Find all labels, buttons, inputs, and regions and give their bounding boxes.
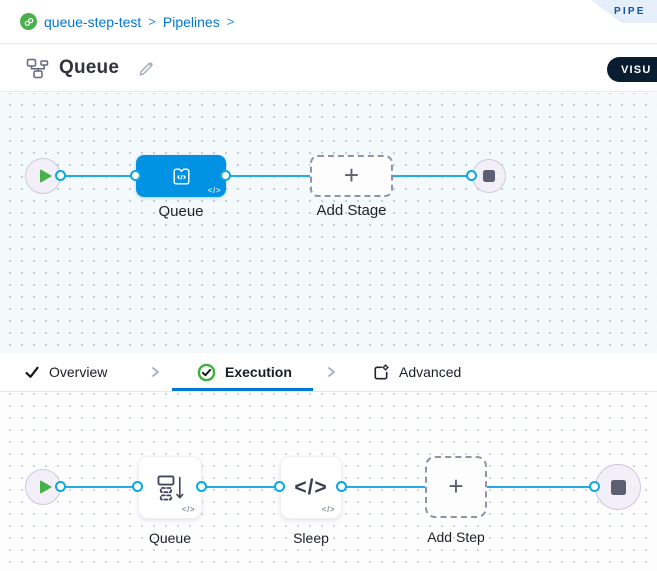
page-title: Queue [59, 57, 120, 78]
stage-label: Queue [158, 203, 204, 220]
advanced-settings-icon [374, 363, 389, 379]
step-yaml-badge: </> [181, 505, 195, 514]
breadcrumb-pipelines-link[interactable]: Pipelines [162, 13, 220, 30]
end-node [595, 464, 641, 510]
pipeline-icon [26, 58, 49, 79]
stop-icon [483, 170, 495, 182]
plus-icon: + [448, 471, 464, 501]
connector-port[interactable] [466, 170, 477, 181]
add-stage-label: Add Stage [316, 202, 387, 219]
title-bar: Queue VISU [0, 45, 657, 92]
stage-yaml-badge: </> [207, 186, 221, 195]
stage-canvas[interactable]: </> Queue + Add Stage [0, 93, 657, 353]
edge-addstep-to-end [487, 486, 595, 488]
queue-step-icon [157, 475, 184, 500]
connector-port[interactable] [132, 481, 143, 492]
sleep-step-icon: </> [294, 475, 328, 499]
connector-port[interactable] [55, 170, 66, 181]
tab-advanced[interactable]: Advanced [371, 353, 461, 391]
end-node [472, 159, 506, 193]
chevron-right-icon [328, 367, 336, 377]
edit-pipeline-name-button[interactable] [137, 59, 156, 78]
chevron-right-icon [152, 367, 160, 377]
edge-queue-to-sleep [202, 486, 280, 488]
edge-addstage-to-end [393, 175, 472, 177]
connector-port[interactable] [589, 481, 600, 492]
connector-port[interactable] [336, 481, 347, 492]
execution-canvas[interactable]: </> Queue </> </> Sleep + Add Step [0, 392, 657, 571]
edge-start-to-stage [61, 175, 136, 177]
visual-yaml-toggle[interactable]: VISU [607, 57, 657, 82]
connector-port[interactable] [55, 481, 66, 492]
add-stage-button[interactable]: + [310, 155, 393, 197]
plus-icon: + [343, 160, 360, 190]
tab-overview-label: Overview [49, 364, 108, 380]
add-step-button[interactable]: + [425, 456, 487, 518]
check-icon [25, 366, 39, 378]
tab-execution-label: Execution [225, 364, 292, 380]
step-yaml-badge: </> [321, 505, 335, 514]
step-node-sleep[interactable]: </> </> [280, 456, 342, 519]
edge-stage-to-addstage [226, 175, 310, 177]
add-step-label: Add Step [427, 529, 485, 545]
step-sleep-label: Sleep [293, 530, 329, 546]
play-icon [39, 480, 52, 494]
step-node-queue[interactable]: </> [138, 456, 202, 519]
edge-sleep-to-addstep [342, 486, 425, 488]
step-queue-label: Queue [148, 530, 192, 546]
project-icon [20, 13, 37, 30]
active-tab-indicator [172, 388, 313, 391]
success-check-icon [197, 363, 216, 381]
stage-config-tabs: Overview Execution Advanced [0, 353, 657, 392]
ribbon-label: PIPE [614, 6, 646, 17]
connector-port[interactable] [196, 481, 207, 492]
play-icon [39, 169, 52, 183]
connector-port[interactable] [130, 170, 141, 181]
connector-port[interactable] [274, 481, 285, 492]
edge-start-to-queue [61, 486, 138, 488]
breadcrumb: queue-step-test > Pipelines > [0, 0, 657, 44]
connector-port[interactable] [220, 170, 231, 181]
tab-advanced-label: Advanced [399, 364, 462, 380]
breadcrumb-project-link[interactable]: queue-step-test [44, 13, 142, 30]
tab-execution[interactable]: Execution [197, 353, 292, 391]
stage-node-queue[interactable]: </> [136, 155, 226, 197]
breadcrumb-separator: > [226, 14, 235, 29]
custom-stage-icon [172, 167, 190, 185]
stop-icon [610, 479, 626, 495]
tab-overview[interactable]: Overview [24, 353, 107, 391]
breadcrumb-separator: > [148, 14, 156, 29]
